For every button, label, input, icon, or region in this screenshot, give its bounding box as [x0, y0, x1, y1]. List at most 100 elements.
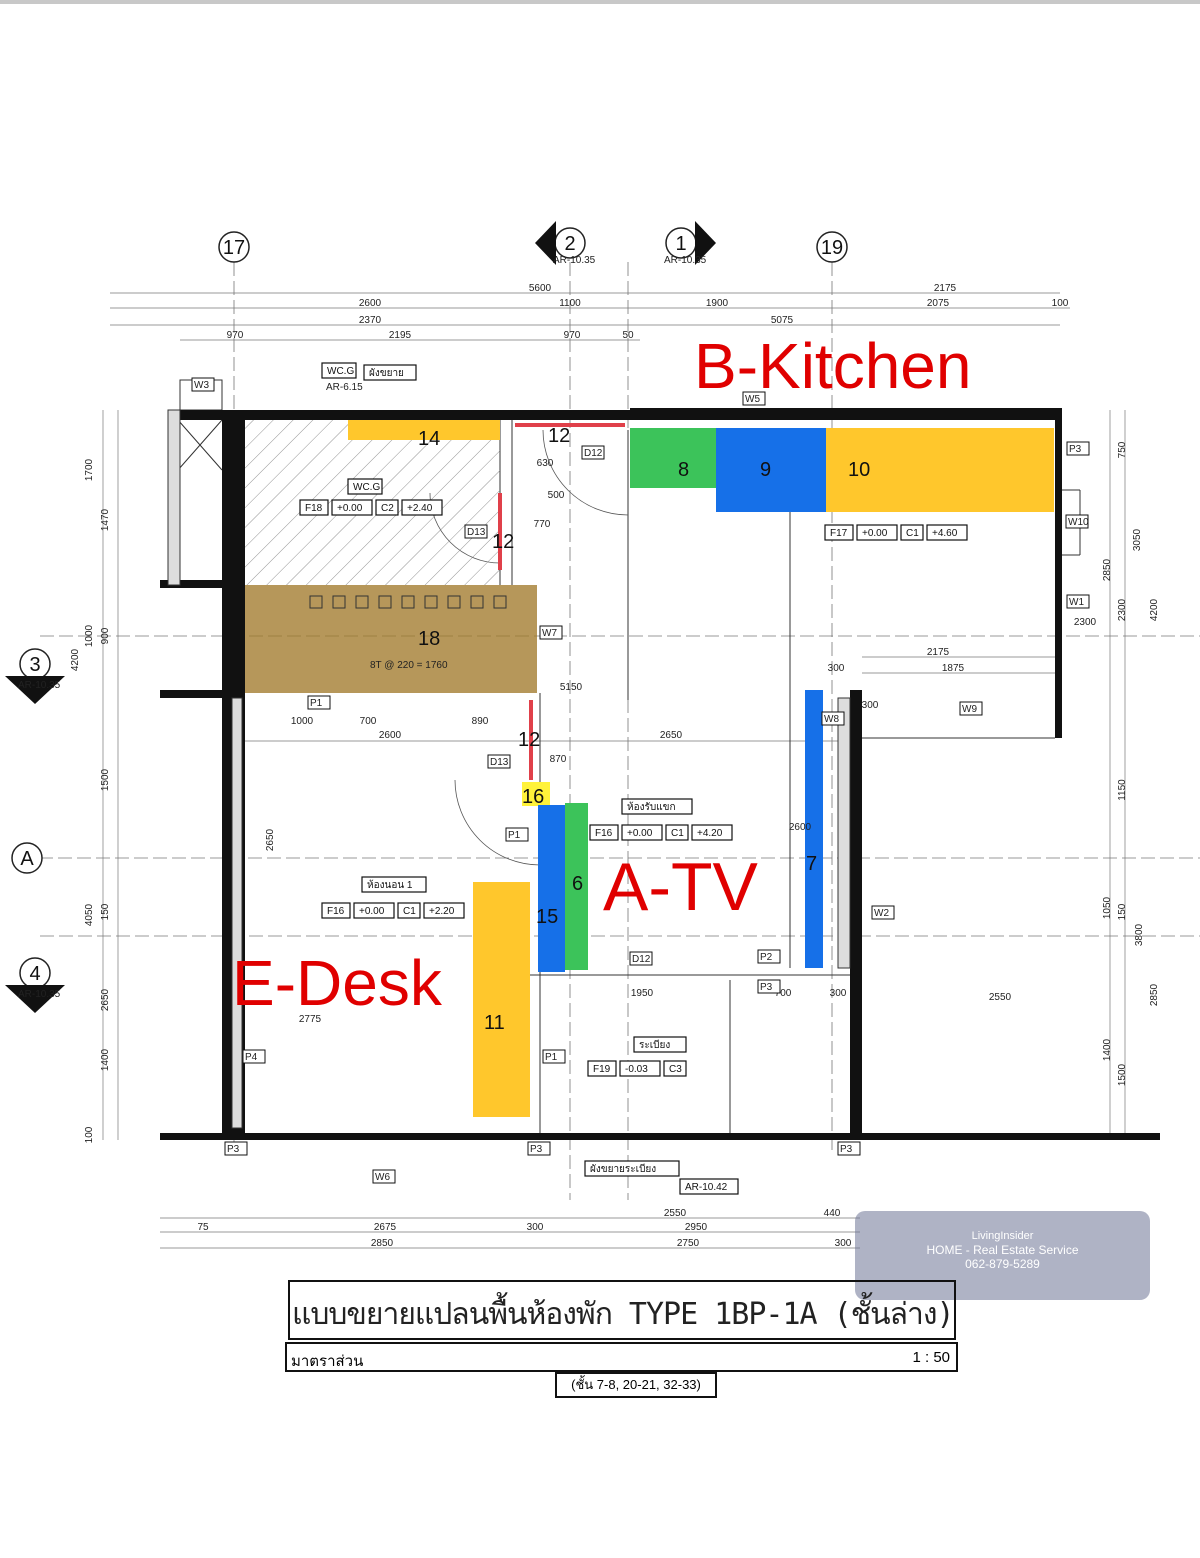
wc-ref-sheet: AR-6.15 [326, 382, 363, 393]
door-tag: D13 [467, 527, 486, 538]
room-tag-bedroom-box [321, 902, 351, 919]
grid-bubble [218, 231, 250, 263]
dim-left: 1470 [100, 508, 111, 531]
room-tag-wc-box [401, 499, 443, 516]
wall [1055, 410, 1062, 738]
dim-right: 1500 [1117, 1063, 1128, 1086]
door-tag: W9 [962, 704, 977, 715]
dim-right: 1150 [1117, 779, 1128, 801]
block-label-15: 15 [536, 906, 558, 928]
door-tag: P3 [227, 1144, 240, 1155]
room-name-bedroom-box [361, 876, 427, 893]
balcony-ref: ผังขยายระเบียง [590, 1163, 656, 1175]
stair-tread [401, 595, 415, 609]
section-arrow-icon [5, 676, 65, 704]
room-tag-wc-box [331, 499, 373, 516]
grid-label-4: 4 [29, 963, 40, 985]
room-tag-wc-box [299, 499, 329, 516]
door-tag: P4 [245, 1052, 258, 1063]
block-label-11: 11 [484, 1012, 505, 1034]
dim-right: 750 [1117, 441, 1128, 458]
wc-ref-title: ผังขยาย [369, 368, 404, 379]
door-tag: W5 [745, 394, 760, 405]
dim-right: 4200 [1149, 598, 1160, 621]
door-tag-box [837, 1141, 861, 1156]
dim-left: 2650 [100, 988, 111, 1011]
label-e-desk: E-Desk [232, 947, 443, 1019]
grid-bubble [11, 842, 43, 874]
grid-label-17: 17 [223, 237, 245, 259]
shaft-cross [177, 419, 223, 471]
room-tag-living: +4.20 [697, 828, 723, 839]
wall [170, 410, 630, 420]
stair-tread [470, 595, 484, 609]
door-tag: P1 [508, 830, 521, 841]
dim-bottom: 300 [835, 1238, 852, 1249]
stair-tread [447, 595, 461, 609]
dim-inner: 630 [537, 458, 554, 469]
door-tag-box [487, 754, 511, 769]
room-tag-kitchen-box [926, 524, 968, 541]
dim-top: 970 [564, 330, 581, 341]
scale-row: มาตราส่วน 1 : 50 [285, 1342, 958, 1372]
dim-inner: 1950 [631, 988, 654, 999]
room-tag-bedroom-box [353, 902, 395, 919]
dim-left: 1000 [84, 624, 95, 647]
room-tag-balcony: C3 [669, 1064, 682, 1075]
block-7 [805, 690, 823, 968]
room-tag-living: C1 [671, 828, 684, 839]
stair-tread [378, 595, 392, 609]
door-swing [542, 429, 629, 516]
grid-label-19: 19 [821, 237, 843, 259]
dim-right: 2850 [1102, 558, 1113, 581]
room-tag-living-box [665, 824, 689, 841]
block-label-12: 12 [492, 531, 514, 553]
floors-note: (ชั้น 7-8, 20-21, 32-33) [555, 1372, 717, 1398]
dim-inner: 2600 [789, 822, 812, 833]
door-tag: P1 [545, 1052, 558, 1063]
top-edge [0, 0, 1200, 4]
dim-right: 3800 [1134, 923, 1145, 946]
room-tag-kitchen: F17 [830, 528, 848, 539]
room-tag-living-box [691, 824, 733, 841]
dim-inner: 770 [534, 519, 551, 530]
dim-top: 2195 [389, 330, 412, 341]
room-tag-kitchen-box [900, 524, 924, 541]
dim-inner: 2300 [1074, 617, 1097, 628]
section-ref: AR-10.35 [553, 255, 596, 266]
door-tag: P2 [760, 952, 773, 963]
block-16 [522, 782, 550, 806]
dim-bottom: 440 [824, 1208, 841, 1219]
door-tag-box [539, 625, 563, 640]
door-tag-box [1065, 514, 1089, 529]
dim-right: 1400 [1102, 1038, 1113, 1061]
room-name-living: ห้องรับแขก [627, 801, 676, 813]
dim-left: 4050 [84, 903, 95, 926]
dim-top: 50 [622, 330, 634, 341]
section-arrow-icon [535, 221, 556, 265]
room-tag-bedroom: +2.20 [429, 906, 455, 917]
door-swing [454, 779, 541, 866]
watermark: LivingInsider HOME - Real Estate Service… [855, 1211, 1150, 1300]
watermark-brand: LivingInsider [971, 1230, 1034, 1242]
room-name-balcony-box [633, 1036, 687, 1053]
door-tag: W10 [1068, 517, 1089, 528]
dim-top: 2600 [359, 298, 382, 309]
door-tag: P3 [840, 1144, 853, 1155]
wall [850, 690, 862, 1140]
dim-inner: 700 [775, 988, 792, 999]
room-tag-balcony: -0.03 [625, 1064, 648, 1075]
dim-inner: 2650 [660, 730, 683, 741]
wall [160, 580, 245, 588]
door-tag: W1 [1069, 597, 1084, 608]
dim-bottom: 2950 [685, 1222, 708, 1233]
dim-right: 2300 [1117, 598, 1128, 621]
room-tag-kitchen: C1 [906, 528, 919, 539]
door-tag: D12 [584, 448, 603, 459]
walls [160, 408, 1160, 1140]
door-tag: W2 [874, 908, 889, 919]
door-tag-box [757, 949, 781, 964]
dim-left: 1400 [100, 1048, 111, 1071]
grid-label-A: A [20, 848, 34, 870]
section-ref: AR-10.35 [18, 989, 61, 1000]
